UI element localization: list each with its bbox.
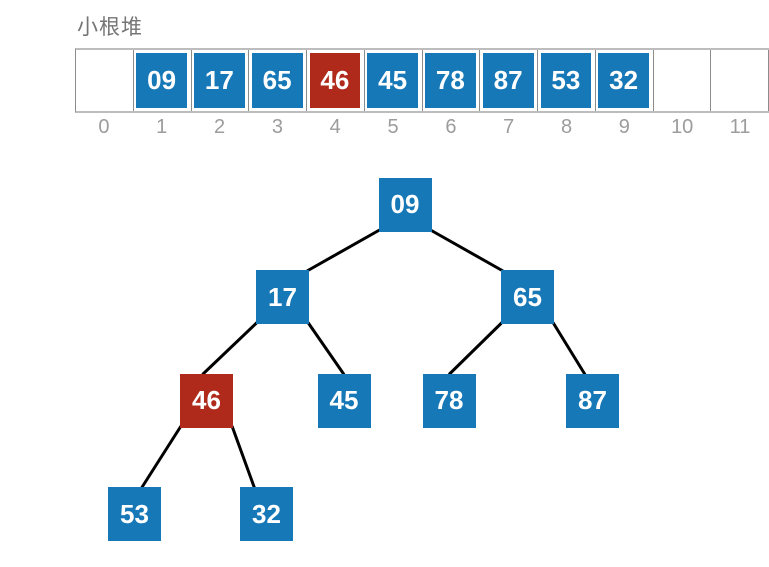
array-index-label: 5 — [387, 116, 399, 138]
array-cell: 09 — [134, 50, 192, 111]
array-cell: 87 — [480, 50, 538, 111]
array-cell: 45 — [365, 50, 423, 111]
tree-edge — [429, 228, 504, 273]
array-block: 87 — [482, 52, 534, 108]
array-index-label: 1 — [156, 116, 168, 138]
tree-edge — [230, 425, 256, 489]
array-cell: 65 — [249, 50, 307, 111]
array-block: 45 — [367, 52, 418, 108]
array-block: 09 — [136, 52, 187, 108]
array-cell — [76, 50, 134, 111]
tree-node: 32 — [240, 487, 293, 541]
array-cell: 17 — [192, 50, 250, 111]
array-index-label: 6 — [445, 116, 457, 138]
array-cell: 32 — [596, 50, 654, 111]
tree-edge — [140, 425, 183, 489]
tree-node: 45 — [317, 373, 371, 428]
array-cell: 46 — [307, 50, 365, 111]
array-block: 78 — [425, 52, 476, 108]
tree-edge — [447, 321, 504, 376]
tree-edge — [201, 321, 259, 376]
tree-node: 17 — [256, 270, 309, 324]
tree-edge — [551, 321, 587, 376]
array-block: 32 — [598, 52, 649, 108]
page-title: 小根堆 — [77, 16, 143, 39]
array-index-label: 2 — [214, 116, 226, 138]
tree-node: 78 — [422, 373, 476, 428]
tree-node: 53 — [108, 487, 161, 541]
array-index-labels: 0 1 2 3 4 5 6 7 8 9 10 11 — [75, 116, 769, 139]
array-index-label: 11 — [729, 116, 751, 138]
array-index-label: 8 — [560, 116, 573, 138]
array-cell — [654, 50, 712, 111]
array-index-label: 4 — [329, 116, 341, 138]
array-index-label: 3 — [271, 116, 283, 138]
array-index-label: 7 — [503, 116, 515, 138]
tree-edge — [306, 228, 381, 273]
array-index-label: 10 — [671, 116, 694, 138]
tree-node: 09 — [378, 177, 432, 232]
tree-node: 65 — [501, 270, 554, 324]
array-cell: 53 — [538, 50, 596, 111]
array-index-label: 9 — [618, 116, 630, 138]
array-index-label: 0 — [98, 116, 110, 138]
array-block: 17 — [194, 52, 245, 108]
array-block: 53 — [540, 52, 592, 108]
tree-node: 87 — [566, 373, 619, 428]
array-cell: 78 — [423, 50, 481, 111]
array-block: 46 — [309, 52, 361, 108]
array-block: 65 — [251, 52, 303, 108]
tree-edge — [306, 321, 346, 376]
tree-node: 46 — [180, 373, 233, 428]
